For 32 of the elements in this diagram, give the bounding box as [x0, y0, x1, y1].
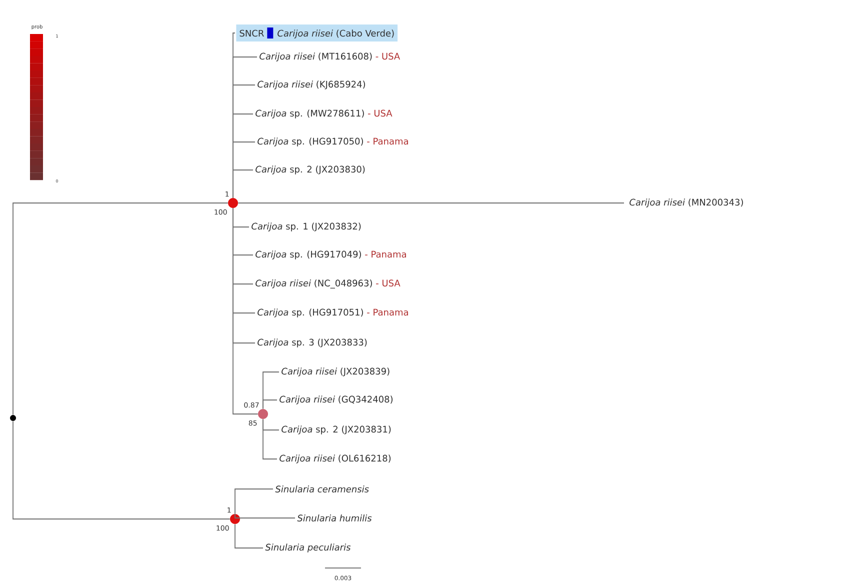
tree-branch [234, 488, 274, 514]
taxon-label: Carijoa riisei (MN200343) [630, 198, 743, 208]
tree-node-dot [258, 409, 268, 419]
tree-node-dot [230, 514, 240, 524]
taxon-label: Carijoa sp. (MW278611) - USA [256, 110, 392, 118]
taxon-label: Carijoa sp. 2 (JX203830) [256, 166, 365, 174]
taxon-label: Carijoa riisei (JX203839) [282, 368, 390, 376]
tree-branch [262, 400, 278, 410]
tree-branch [12, 202, 228, 416]
taxon-label: Carijoa sp. 3 (JX203833) [258, 338, 367, 348]
taxon-label: Carijoa riisei (OL616218) [280, 454, 391, 464]
tree-branch [262, 418, 278, 460]
taxon-label: Carijoa riisei (GQ342408) [280, 396, 393, 404]
taxon-label: Carijoa riisei (KJ685924) [258, 80, 366, 90]
taxon-label: Carijoa sp. (HG917051) - Panama [258, 308, 408, 318]
taxon-label: Sinularia peculiaris [265, 544, 351, 552]
highlighted-taxon-label: SNCR Carijoa riisei (Cabo Verde) [236, 24, 398, 42]
tree-node-dot [228, 198, 238, 208]
tree-branch [12, 420, 230, 520]
tree-branch [234, 524, 264, 548]
taxon-label: Carijoa riisei (NC_048963) - USA [256, 280, 400, 288]
taxon-label: Carijoa riisei (MT161608) - USA [260, 52, 400, 62]
tree-branch [234, 513, 296, 518]
taxon-label: Sinularia humilis [297, 514, 372, 522]
tree-branch [238, 202, 624, 204]
tree-branch [232, 170, 254, 198]
tree-branch [232, 208, 258, 414]
taxon-label: Carijoa sp. 2 (JX203831) [282, 426, 391, 434]
taxon-label: Sinularia ceramensis [275, 486, 369, 492]
taxon-label: Carijoa sp. (HG917050) - Panama [258, 138, 408, 146]
taxon-label: Carijoa sp. 1 (JX203832) [252, 222, 361, 232]
taxon-label: Carijoa sp. (HG917049) - Panama [256, 250, 406, 260]
